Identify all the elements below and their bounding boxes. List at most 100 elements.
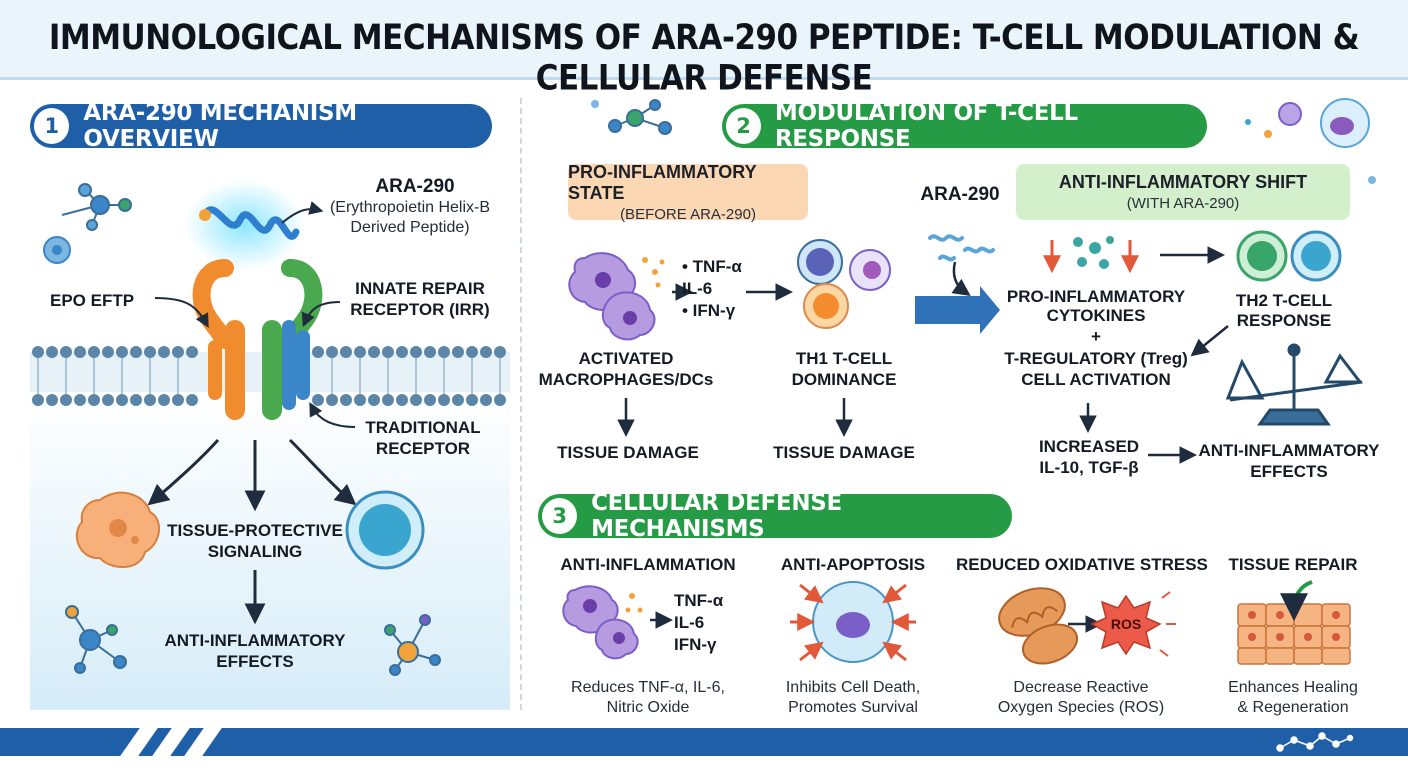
shift-label-1: PRO-INFLAMMATORY bbox=[1006, 287, 1186, 306]
section-2-header: 2 MODULATION OF T-CELL RESPONSE bbox=[722, 100, 1207, 152]
defense-title-oxidative: REDUCED OXIDATIVE STRESS bbox=[956, 555, 1208, 574]
anti-inflammation-macrophage-icon bbox=[562, 585, 639, 660]
shift-label-4: CELL ACTIVATION bbox=[1021, 370, 1171, 389]
macrophages-label-1: ACTIVATED bbox=[578, 349, 674, 368]
lymphocyte-cell-icon bbox=[1320, 98, 1370, 148]
dot-icon bbox=[1264, 130, 1272, 138]
network-dots-icon bbox=[1276, 732, 1354, 752]
tissue-damage-label-2: TISSUE DAMAGE bbox=[773, 443, 915, 462]
defense-desc-1a: Reduces TNF-α, IL-6, bbox=[571, 679, 725, 696]
footer-stripe bbox=[152, 728, 190, 756]
cytokine-tnf: • TNF-α bbox=[682, 257, 742, 276]
section-3-number: 3 bbox=[542, 498, 578, 534]
traditional-receptor-label-1: TRADITIONAL bbox=[365, 418, 481, 437]
macrophages-label-2: MACROPHAGES/DCs bbox=[538, 370, 714, 389]
pro-inflammatory-state-box: PRO-INFLAMMATORY STATE (BEFORE ARA-290) bbox=[568, 161, 808, 223]
cytokine-il6: IL-6 bbox=[682, 279, 713, 298]
defense-desc-2b: Promotes Survival bbox=[788, 699, 918, 716]
ara-290-molecules-icon bbox=[928, 234, 995, 262]
cytokine-list: • TNF-α IL-6 • IFN-γ bbox=[682, 256, 742, 322]
th1-t-cell-icon bbox=[797, 239, 891, 329]
footer-stripe bbox=[184, 728, 222, 756]
pro-state-title: PRO-INFLAMMATORY STATE bbox=[568, 161, 757, 203]
activated-macrophage-icon bbox=[568, 252, 656, 341]
molecule-icon-4 bbox=[608, 99, 672, 135]
ros-label: ROS bbox=[1110, 616, 1142, 632]
anti-effects-label-2: EFFECTS bbox=[1250, 462, 1328, 481]
cytokine-ifn: • IFN-γ bbox=[682, 301, 736, 320]
epo-eftp-label: EPO EFTP bbox=[50, 291, 135, 310]
dot-icon bbox=[1368, 176, 1376, 184]
defense-desc-2a: Inhibits Cell Death, bbox=[785, 679, 921, 696]
signaling-label-2: SIGNALING bbox=[207, 542, 303, 561]
effects-label-2: EFFECTS bbox=[216, 652, 294, 671]
decrease-arrows-icon bbox=[1043, 240, 1139, 274]
th2-label-1: TH2 T-CELL bbox=[1235, 291, 1333, 310]
defense-title-repair: TISSUE REPAIR bbox=[1228, 555, 1358, 574]
section-2-number: 2 bbox=[726, 108, 761, 144]
pro-state-subtitle: (BEFORE ARA-290) bbox=[620, 205, 756, 223]
molecule-icon-1 bbox=[61, 183, 132, 231]
anti-effects-label-1: ANTI-INFLAMMATORY bbox=[1198, 441, 1380, 460]
defense-desc-4a: Enhances Healing bbox=[1228, 679, 1358, 696]
protected-cell-icon bbox=[812, 581, 894, 663]
th2-label-2: RESPONSE bbox=[1236, 311, 1332, 330]
traditional-receptor-icon bbox=[282, 320, 310, 410]
section-3-title: CELLULAR DEFENSE MECHANISMS bbox=[591, 490, 842, 542]
defense-cytokine-il6: IL-6 bbox=[674, 613, 705, 632]
th1-label-2: DOMINANCE bbox=[791, 370, 897, 389]
th2-t-cell-icon bbox=[1236, 230, 1342, 282]
mitochondria-icon bbox=[998, 587, 1079, 665]
transition-arrow bbox=[915, 286, 1000, 334]
ara-290-peptide-icon bbox=[185, 180, 305, 270]
section-1-number: 1 bbox=[34, 108, 70, 144]
section-divider bbox=[520, 98, 522, 710]
defense-cytokine-ifn: IFN-γ bbox=[674, 635, 717, 654]
defense-desc-4b: & Regeneration bbox=[1237, 699, 1349, 716]
shift-plus: + bbox=[1091, 327, 1101, 346]
virus-icon-1 bbox=[43, 236, 71, 264]
epo-receptor-icon bbox=[192, 259, 245, 420]
repair-arrow-icon bbox=[1280, 580, 1313, 622]
defense-desc-3a: Decrease Reactive bbox=[1013, 679, 1149, 696]
dot-icon bbox=[591, 100, 599, 108]
ara-290-desc-1: (Erythropoietin Helix-B bbox=[329, 199, 491, 216]
anti-state-title: ANTI-INFLAMMATORY SHIFT bbox=[1058, 172, 1308, 192]
defense-desc-3b: Oxygen Species (ROS) bbox=[997, 699, 1165, 716]
effects-label-1: ANTI-INFLAMMATORY bbox=[164, 631, 346, 650]
dot-icon bbox=[1245, 119, 1251, 125]
virus-icon-2 bbox=[1278, 102, 1302, 126]
cytokine-particles bbox=[1073, 236, 1114, 269]
defense-cytokine-tnf: TNF-α bbox=[674, 591, 724, 610]
section-2-title: MODULATION OF T-CELL RESPONSE bbox=[774, 100, 1078, 152]
defense-cytokine-list: TNF-α IL-6 IFN-γ bbox=[674, 590, 723, 656]
balance-scale-icon bbox=[1225, 343, 1364, 426]
increased-label-1: INCREASED bbox=[1038, 437, 1140, 456]
irr-label-1: INNATE REPAIR bbox=[355, 279, 485, 298]
stress-arrows-icon bbox=[790, 583, 916, 662]
molecule-icon-2 bbox=[65, 605, 127, 674]
defense-desc-1b: Nitric Oxide bbox=[606, 699, 690, 716]
title-bar: IMMUNOLOGICAL MECHANISMS OF ARA-290 PEPT… bbox=[0, 0, 1408, 98]
section-3-header: 3 CELLULAR DEFENSE MECHANISMS bbox=[538, 490, 1012, 542]
shift-label-3: T-REGULATORY (Treg) bbox=[1004, 349, 1188, 368]
irr-label-2: RECEPTOR (IRR) bbox=[350, 300, 490, 319]
increased-label-2: IL-10, TGF-β bbox=[1039, 458, 1139, 477]
defense-title-anti-apoptosis: ANTI-APOPTOSIS bbox=[780, 555, 926, 574]
ara-290-desc-2: Derived Peptide) bbox=[350, 219, 470, 236]
ros-burst-icon bbox=[1090, 594, 1162, 656]
section-1-title: ARA-290 MECHANISM OVERVIEW bbox=[83, 100, 357, 152]
th1-label-1: TH1 T-CELL bbox=[795, 349, 893, 368]
lymphocyte-cell-icon bbox=[345, 490, 425, 570]
ara-290-label: ARA-290 bbox=[375, 176, 455, 197]
footer-stripe bbox=[120, 728, 158, 756]
cytokine-dots bbox=[642, 257, 665, 288]
anti-inflammatory-shift-box: ANTI-INFLAMMATORY SHIFT (WITH ARA-290) bbox=[1016, 164, 1350, 220]
ara-290-shift-label: ARA-290 bbox=[920, 184, 1000, 205]
defense-title-anti-inflammation: ANTI-INFLAMMATION bbox=[560, 555, 736, 574]
signaling-label-1: TISSUE-PROTECTIVE bbox=[167, 521, 343, 540]
tissue-damage-label-1: TISSUE DAMAGE bbox=[557, 443, 699, 462]
anti-state-subtitle: (WITH ARA-290) bbox=[1126, 195, 1240, 212]
section-1-header: 1 ARA-290 MECHANISM OVERVIEW bbox=[30, 100, 492, 152]
